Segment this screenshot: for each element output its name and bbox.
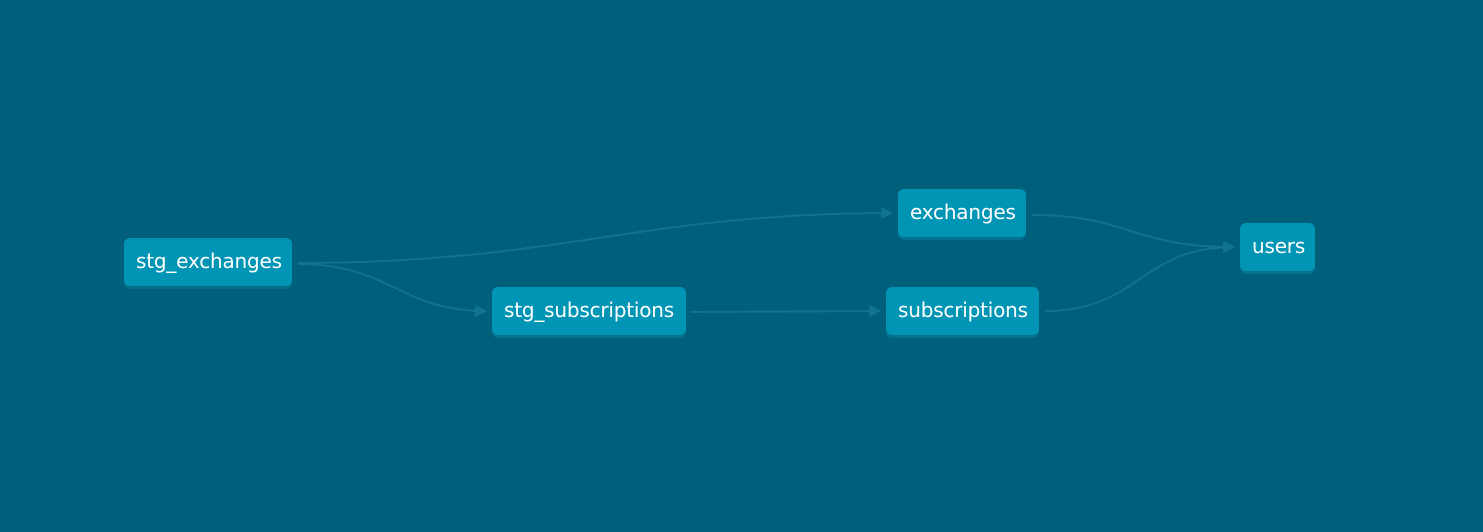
edge-exchanges-to-users — [1031, 214, 1236, 253]
edge-subscriptions-to-users — [1044, 241, 1236, 312]
node-stg_exchanges[interactable]: stg_exchanges — [124, 238, 292, 286]
edge-stg_exchanges-to-exchanges — [297, 207, 894, 264]
node-stg_subscriptions[interactable]: stg_subscriptions — [492, 287, 686, 335]
node-subscriptions[interactable]: subscriptions — [886, 287, 1039, 335]
node-exchanges[interactable]: exchanges — [898, 189, 1026, 237]
edge-stg_exchanges-to-stg_subscriptions — [297, 263, 488, 317]
node-users[interactable]: users — [1240, 223, 1315, 271]
edge-stg_subscriptions-to-subscriptions — [689, 305, 882, 318]
